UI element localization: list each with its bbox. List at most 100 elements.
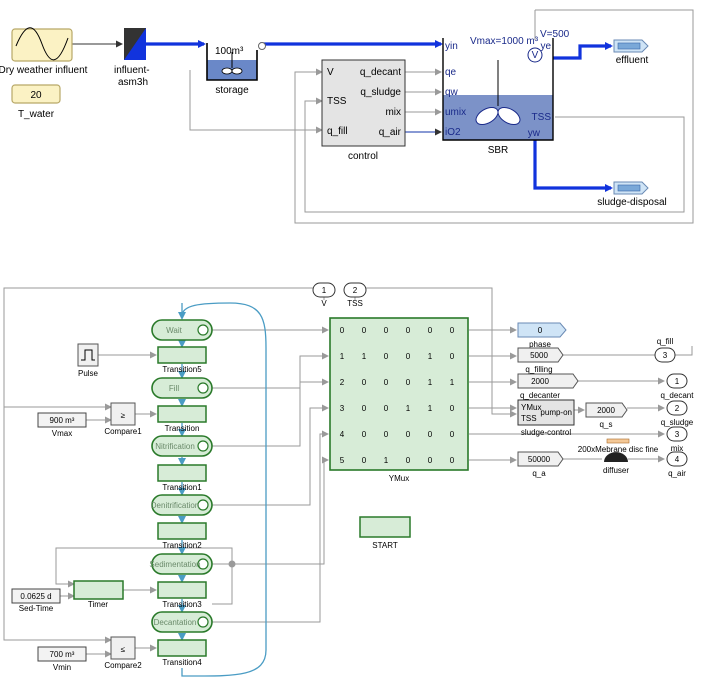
compare2-block[interactable]: ≤ Compare2 xyxy=(104,636,142,670)
ymux-cell: 3 xyxy=(340,404,345,413)
outport-q-fill[interactable]: 3 q_fill xyxy=(654,337,676,363)
outport-q-fill-label: q_fill xyxy=(657,337,674,346)
sludge-ctrl-out: pump-on xyxy=(540,408,572,417)
state-wait[interactable]: Wait xyxy=(151,319,213,341)
ymux-cell: 0 xyxy=(384,378,389,387)
sbr-in-qw: qw xyxy=(445,87,459,98)
ymux-cell: 4 xyxy=(340,430,345,439)
sedtime-constant[interactable]: 0.0625 d Sed-Time xyxy=(11,588,61,613)
control-in-qfill: q_fill xyxy=(327,126,348,137)
transition2-block[interactable]: Transition2 xyxy=(157,522,207,550)
q-s-display[interactable]: 2000 q_s xyxy=(585,402,628,429)
start-block[interactable]: START xyxy=(359,516,411,550)
ymux-label: YMux xyxy=(389,474,409,483)
q-decanter-value: 2000 xyxy=(531,377,549,386)
q-a-display[interactable]: 50000 q_a xyxy=(517,451,564,478)
t-water-label: T_water xyxy=(18,109,55,120)
state-denitrification[interactable]: Denitrification xyxy=(151,494,213,516)
state-sedimentation[interactable]: Sedimentation xyxy=(149,553,213,575)
sludge-ctrl-in-tss: TSS xyxy=(521,414,537,423)
ymux-cell: 0 xyxy=(450,430,455,439)
diffuser-block[interactable]: 200xMebrane disc fine diffuser xyxy=(578,438,659,475)
compare2-symbol: ≤ xyxy=(121,645,126,654)
ymux-cell: 1 xyxy=(362,352,367,361)
ymux-cell: 0 xyxy=(384,326,389,335)
outport-q-sludge-label: q_sludge xyxy=(661,418,694,427)
q-decanter-display[interactable]: 2000 q_decanter xyxy=(517,373,579,400)
diffuser-text: 200xMebrane disc fine xyxy=(578,445,659,454)
state-fill-label: Fill xyxy=(169,384,179,393)
outport-q-decant-num: 1 xyxy=(675,377,680,386)
ymux-cell: 1 xyxy=(340,352,345,361)
outport-q-decant[interactable]: 1 q_decant xyxy=(661,373,695,400)
state-sedimentation-label: Sedimentation xyxy=(149,560,200,569)
sbr-out-tss: TSS xyxy=(532,112,552,123)
transition3-block[interactable]: Transition3 xyxy=(157,581,207,609)
outport-q-air[interactable]: 4 q_air xyxy=(666,451,688,478)
outport-q-air-label: q_air xyxy=(668,469,686,478)
state-nitrification-label: Nitrification xyxy=(155,442,195,451)
ymux-cell: 0 xyxy=(340,326,345,335)
inport-v-num: 1 xyxy=(322,286,327,295)
compare1-label: Compare1 xyxy=(104,427,142,436)
inport-v[interactable]: 1 V xyxy=(312,282,336,308)
sbr-out-ye: ye xyxy=(540,41,551,52)
phase-output[interactable]: 0 phase xyxy=(517,322,567,349)
ymux-cell: 0 xyxy=(428,326,433,335)
q-filling-display[interactable]: 5000 q_filling xyxy=(517,347,564,374)
plant-flow-lines xyxy=(146,40,613,192)
vmax-label: Vmax xyxy=(52,429,72,438)
state-nitrification[interactable]: Nitrification xyxy=(151,435,213,457)
dry-weather-influent-block[interactable]: Dry weather influent xyxy=(0,27,88,76)
sludge-disposal-block[interactable]: sludge-disposal xyxy=(597,181,667,208)
vmin-label: Vmin xyxy=(53,663,71,672)
t-water-value: 20 xyxy=(30,90,42,101)
phase-value: 0 xyxy=(538,326,543,335)
influent-asm3h-block[interactable]: influent- asm3h xyxy=(114,28,150,88)
sedtime-value: 0.0625 d xyxy=(20,592,51,601)
phase-label: phase xyxy=(529,340,551,349)
ymux-cell: 0 xyxy=(362,456,367,465)
ymux-cell: 0 xyxy=(428,456,433,465)
storage-block[interactable]: 100m³ storage xyxy=(206,42,266,97)
control-block[interactable]: V TSS q_fill q_decant q_sludge mix q_air… xyxy=(321,59,406,162)
state-fill[interactable]: Fill xyxy=(151,377,213,399)
t-water-block[interactable]: 20 T_water xyxy=(11,84,61,120)
transition1-block[interactable]: Transition1 xyxy=(157,464,207,492)
effluent-label: effluent xyxy=(616,55,649,66)
transition4-block[interactable]: Transition4 xyxy=(157,639,207,667)
outport-q-sludge[interactable]: 2 q_sludge xyxy=(661,400,694,427)
plant-signal-lines xyxy=(72,9,694,224)
sbr-in-qe: qe xyxy=(445,67,457,78)
timer-block[interactable]: Timer xyxy=(73,580,124,609)
inport-tss-label: TSS xyxy=(347,299,363,308)
ymux-cell: 0 xyxy=(450,404,455,413)
ymux-cell: 0 xyxy=(406,378,411,387)
ymux-cell: 5 xyxy=(340,456,345,465)
q-filling-value: 5000 xyxy=(530,351,548,360)
compare1-block[interactable]: ≥ Compare1 xyxy=(104,402,142,436)
control-label: control xyxy=(348,151,378,162)
inport-tss[interactable]: 2 TSS xyxy=(343,282,367,308)
outport-mix[interactable]: 3 mix xyxy=(666,426,688,453)
timer-label: Timer xyxy=(88,600,108,609)
transition-block[interactable]: Transition xyxy=(157,405,207,433)
ymux-cell: 0 xyxy=(450,326,455,335)
transition5-block[interactable]: Transition5 xyxy=(157,346,207,374)
effluent-block[interactable]: effluent xyxy=(613,39,649,66)
pulse-block[interactable]: Pulse xyxy=(77,343,99,378)
ymux-cell: 1 xyxy=(428,352,433,361)
inport-v-label: V xyxy=(321,299,327,308)
vmax-constant[interactable]: 900 m³ Vmax xyxy=(37,412,87,438)
vmin-constant[interactable]: 700 m³ Vmin xyxy=(37,646,87,672)
state-decantation[interactable]: Decantation xyxy=(151,611,213,633)
compare2-label: Compare2 xyxy=(104,661,142,670)
ymux-cell: 0 xyxy=(428,430,433,439)
transition5-label: Transition5 xyxy=(162,365,202,374)
outport-mix-num: 3 xyxy=(675,430,680,439)
sludge-control-block[interactable]: YMux TSS pump-on sludge-control xyxy=(517,399,575,437)
outport-q-air-num: 4 xyxy=(675,455,680,464)
sbr-block[interactable]: yin qe qw umix iO2 ye TSS yw Vmax=1000 m… xyxy=(442,29,570,156)
transition4-label: Transition4 xyxy=(162,658,202,667)
